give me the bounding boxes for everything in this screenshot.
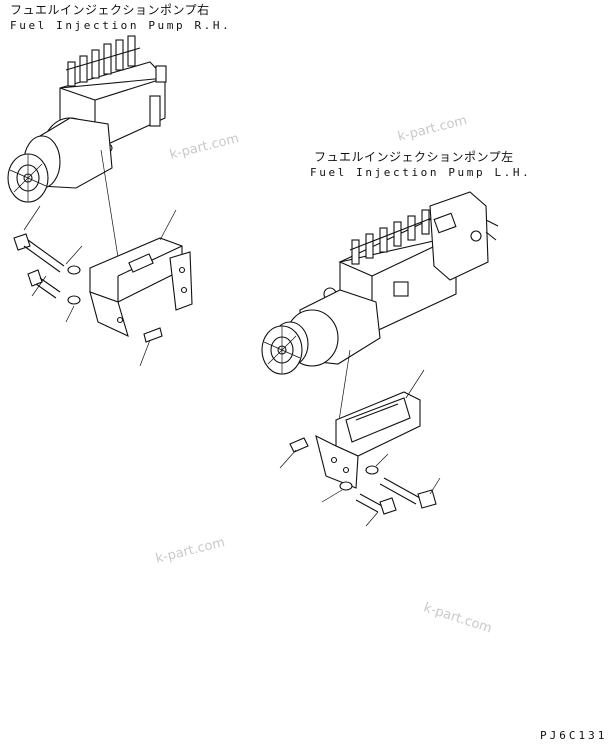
pump-bracket-lh [315,391,421,489]
pump-lh-label-jp: フュエルインジェクションポンプ左 [314,150,514,164]
fuel-injection-pump-lh [261,191,499,441]
drawing-code: PJ6C131 [540,729,608,742]
pump-lh-label-en: Fuel Injection Pump L.H. [310,166,532,179]
fuel-injection-pump-rh [7,35,167,271]
pump-rh-label-jp: フュエルインジェクションポンプ右 [10,3,210,17]
pump-rh-label-en: Fuel Injection Pump R.H. [10,19,232,32]
lh-fasteners [279,369,441,527]
rh-fasteners [13,205,177,367]
pump-bracket-rh [89,237,193,338]
